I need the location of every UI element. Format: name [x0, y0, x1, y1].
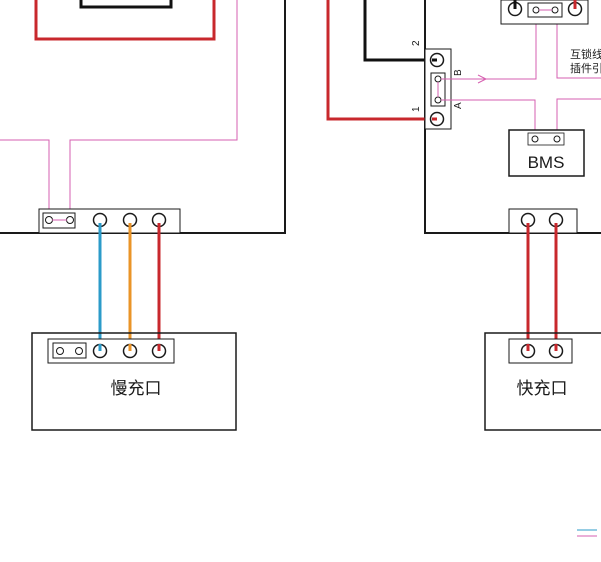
- black-wire-pin2: [363, 0, 432, 62]
- bms-pin-1: [531, 135, 539, 143]
- right-interlock-arrow-b: [477, 74, 488, 84]
- top-right-interlock-pin-1: [532, 6, 540, 14]
- bms-label: BMS: [528, 153, 565, 172]
- pin-2-label: 2: [411, 40, 422, 46]
- top-left-red-box: [34, 0, 216, 41]
- bms-pin-frame: [527, 132, 565, 146]
- pin-b-label: B: [453, 69, 464, 76]
- interlock-label-line1: 互锁线: [570, 47, 601, 61]
- top-left-inner-box: [79, 0, 173, 9]
- left-interlock-wire-outer: [69, 0, 238, 219]
- hv-interlock-pin-b: [434, 75, 442, 83]
- hv-interlock-pin-a: [434, 96, 442, 104]
- slow-charge-port-box: [31, 332, 237, 431]
- slow-port-label: 慢充口: [111, 378, 162, 399]
- top-right-interlock-pin-2: [551, 6, 559, 14]
- left-interlock-pin-1: [45, 216, 53, 224]
- right-interlock-wire-bms: [556, 98, 601, 137]
- pin-a-label: A: [453, 102, 464, 109]
- right-interlock-wire-top: [556, 10, 601, 79]
- left-interlock-pin-2: [66, 216, 74, 224]
- slow-port-interlock-pin-2: [75, 347, 83, 355]
- fast-port-label: 快充口: [517, 379, 568, 399]
- interlock-label-line2: 插件引: [570, 61, 601, 75]
- fast-charge-port-box: [484, 332, 601, 431]
- right-connector-strip: [508, 208, 578, 234]
- left-enclosure: [0, 0, 286, 234]
- pin-1-label: 1: [411, 106, 422, 112]
- right-interlock-wire-a: [441, 99, 536, 137]
- slow-port-interlock-pin-1: [56, 347, 64, 355]
- bms-box: [508, 129, 585, 177]
- left-interlock-wire-inner: [0, 139, 50, 219]
- red-wire-pin1: [326, 0, 432, 121]
- right-interlock-wire-b: [441, 10, 537, 80]
- bms-pin-2: [553, 135, 561, 143]
